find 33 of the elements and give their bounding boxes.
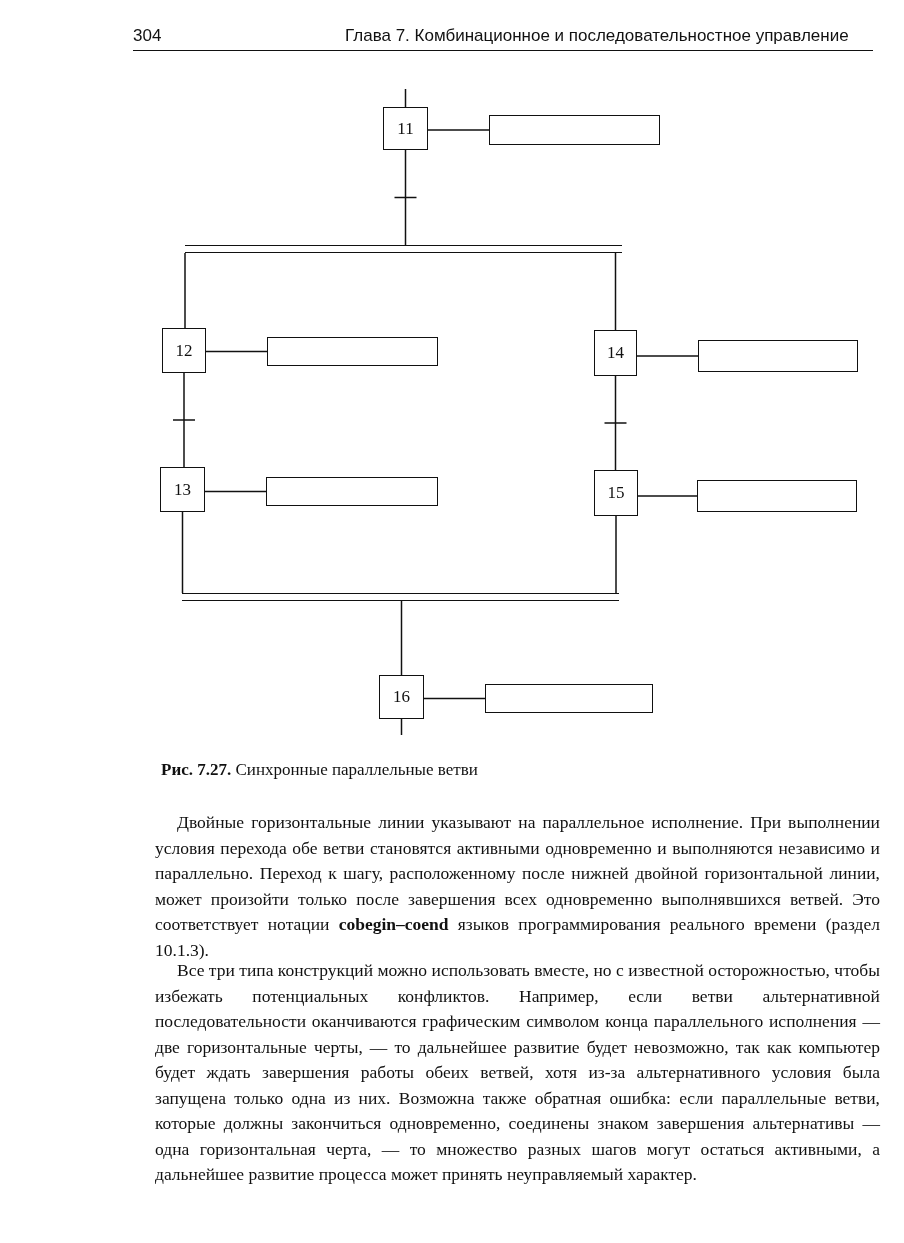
- connector-line: [423, 697, 486, 700]
- action-box: [698, 340, 858, 372]
- connector-line: [400, 600, 403, 676]
- connector-line: [637, 495, 698, 497]
- step-box: 14: [594, 330, 637, 376]
- step-box: 15: [594, 470, 638, 516]
- step-box: 12: [162, 328, 206, 373]
- action-box: [697, 480, 857, 512]
- step-box: 11: [383, 107, 428, 150]
- connector-line: [184, 252, 186, 329]
- action-box: [485, 684, 653, 713]
- connector-line: [636, 355, 699, 357]
- connector-line: [615, 515, 617, 594]
- connector-line: [614, 375, 617, 471]
- step-box: 16: [379, 675, 424, 719]
- parallel-double-bar: [182, 593, 619, 601]
- connector-line: [205, 350, 268, 353]
- connector-line: [427, 129, 490, 131]
- parallel-double-bar: [185, 245, 622, 253]
- connector-line: [204, 490, 267, 493]
- paragraph: Все три типа конструкций можно использовать вместе, но с известной осторожностью, чтобы избежать потенциальных конфликтов. Например, если ветви альтернативной последовательности оканчиваются графическим символом конца параллельного исполнения — две горизонтальные черты, — то дальнейшее развитие будет невозможно, так как компьютер будет ждать завершения работы обеих ветвей, хотя из-за альтернативного условия была запущена только одна из них. Возможна также обратная ошибка: если параллельные ветви, которые должны закончиться одновременно, соединены знаком завершения альтернативы — одна горизонтальная черта, — то множество разных шагов могут остаться активными, а дальнейшее развитие процесса может принять неуправляемый характер.: [155, 960, 880, 1186]
- running-head: Глава 7. Комбинационное и последовательностное управление: [345, 26, 849, 46]
- page-number: 304: [133, 26, 162, 46]
- action-box: [266, 477, 438, 506]
- action-box: [267, 337, 438, 366]
- step-box: 13: [160, 467, 205, 512]
- connector-line: [404, 149, 407, 246]
- connector-line: [181, 511, 184, 594]
- connector-line: [614, 252, 617, 331]
- paragraph: Двойные горизонтальные линии указывают на параллельное исполнение. При выполнении условия перехода обе ветви становятся активными одновременно и выполняются независимо и параллельно. Переход к шагу, расположенному после нижней двойной горизонтальной линии, может произойти только после завершения всех одновременно выполнявшихся ветвей. Это соответствует нотации cobegin–coend языков программирования реального времени (раздел 10.1.3).: [155, 811, 880, 962]
- figure-caption: Рис. 7.27. Синхронные параллельные ветви: [161, 760, 479, 780]
- action-box: [489, 115, 660, 145]
- connector-line: [183, 372, 185, 468]
